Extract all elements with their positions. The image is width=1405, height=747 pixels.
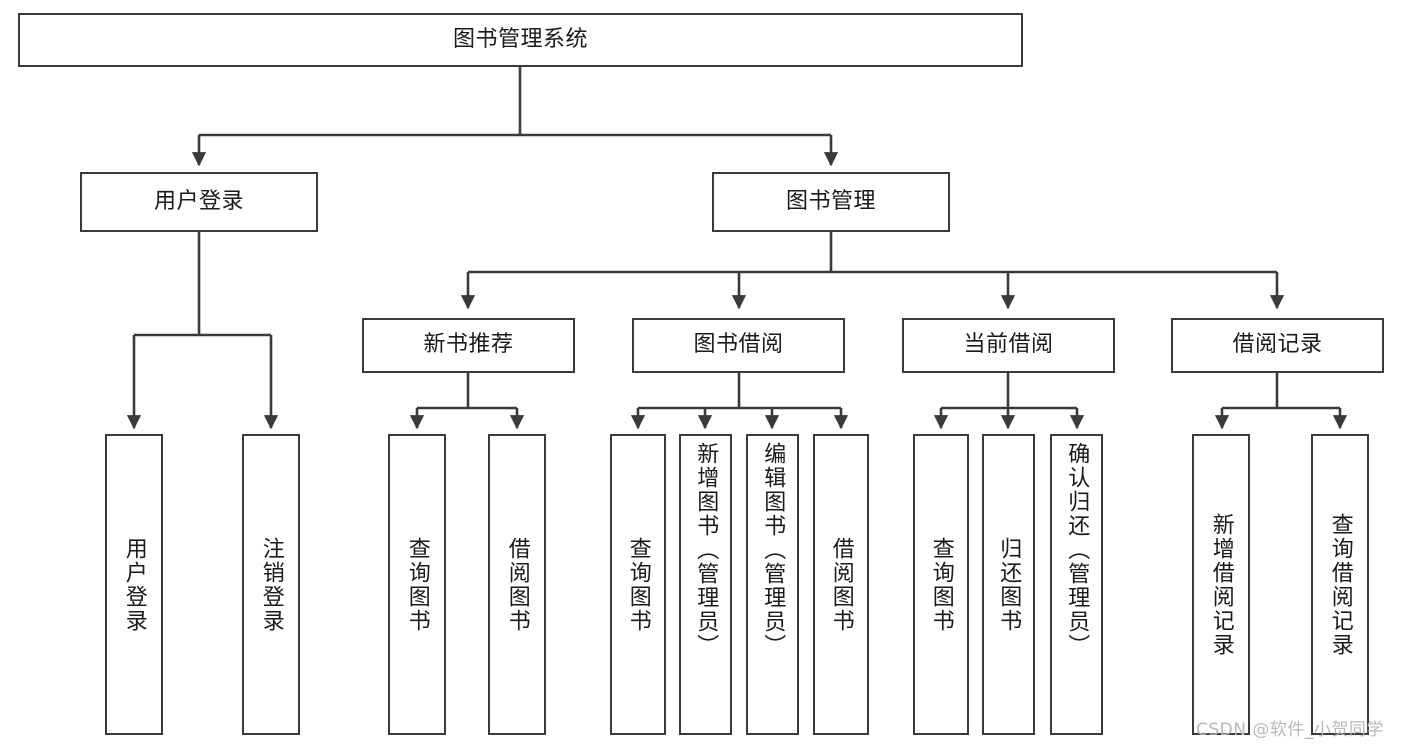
node-root-book-management-system[interactable]: 图书管理系统: [18, 13, 1023, 67]
node-label: 确认归还（管理员）: [1064, 442, 1090, 658]
leaf-query-book-recommend[interactable]: 查询图书: [388, 434, 446, 735]
node-label: 图书管理: [785, 188, 876, 214]
node-user-login[interactable]: 用户登录: [80, 172, 318, 232]
leaf-add-borrow-record[interactable]: 新增借阅记录: [1192, 434, 1250, 735]
node-book-management[interactable]: 图书管理: [712, 172, 950, 232]
node-label: 新增图书（管理员）: [693, 442, 719, 658]
node-book-borrow[interactable]: 图书借阅: [632, 318, 845, 373]
node-label: 新书推荐: [423, 332, 514, 358]
leaf-logout-login[interactable]: 注销登录: [242, 434, 300, 735]
node-label: 编辑图书（管理员）: [760, 442, 786, 658]
node-label: 借阅图书: [504, 536, 530, 633]
node-label: 归还图书: [996, 536, 1022, 633]
node-label: 用户登录: [121, 536, 147, 633]
node-borrow-record[interactable]: 借阅记录: [1171, 318, 1384, 373]
node-new-book-recommend[interactable]: 新书推荐: [362, 318, 575, 373]
leaf-return-book[interactable]: 归还图书: [982, 434, 1035, 735]
node-label: 查询图书: [625, 536, 651, 633]
leaf-user-login[interactable]: 用户登录: [105, 434, 163, 735]
watermark-text: CSDN @软件_小贺同学: [1196, 720, 1384, 740]
node-label: 借阅图书: [828, 536, 854, 633]
node-label: 查询图书: [404, 536, 430, 633]
node-label: 借阅记录: [1232, 332, 1323, 358]
node-label: 新增借阅记录: [1208, 512, 1234, 657]
leaf-borrow-book-recommend[interactable]: 借阅图书: [488, 434, 546, 735]
leaf-query-book-current[interactable]: 查询图书: [913, 434, 969, 735]
node-label: 查询图书: [928, 536, 954, 633]
node-current-borrow[interactable]: 当前借阅: [902, 318, 1115, 373]
leaf-add-book-admin[interactable]: 新增图书（管理员）: [679, 434, 732, 735]
leaf-edit-book-admin[interactable]: 编辑图书（管理员）: [746, 434, 799, 735]
csdn-watermark: CSDN @软件_小贺同学: [1196, 715, 1384, 740]
node-label: 当前借阅: [963, 332, 1054, 358]
leaf-confirm-return-admin[interactable]: 确认归还（管理员）: [1050, 434, 1103, 735]
leaf-query-book-borrow[interactable]: 查询图书: [610, 434, 666, 735]
leaf-query-borrow-record[interactable]: 查询借阅记录: [1311, 434, 1369, 735]
node-label: 图书管理系统: [452, 26, 588, 52]
node-label: 用户登录: [153, 188, 244, 214]
leaf-borrow-book-borrow[interactable]: 借阅图书: [813, 434, 869, 735]
node-label: 查询借阅记录: [1327, 512, 1353, 657]
node-label: 图书借阅: [693, 332, 784, 358]
node-label: 注销登录: [258, 536, 284, 633]
